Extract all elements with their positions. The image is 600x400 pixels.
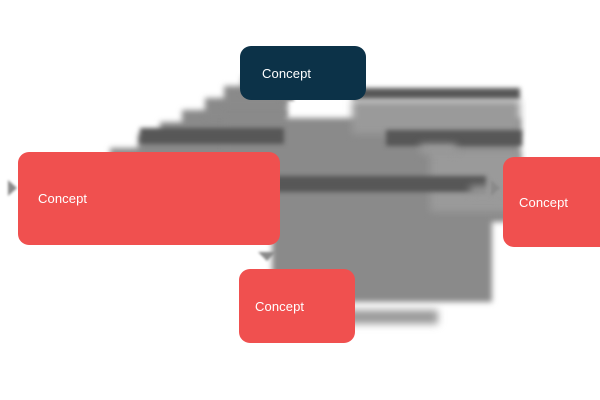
concept-node-right-label: Concept xyxy=(519,194,569,210)
redaction-label-band-right xyxy=(386,130,522,146)
concept-node-left-label: Concept xyxy=(38,191,88,206)
concept-node-top-label: Concept xyxy=(262,65,312,81)
connector-left-in-arrow-icon xyxy=(8,180,17,196)
redaction-label-band-left xyxy=(140,128,284,144)
redaction-ramp-step-4 xyxy=(182,110,286,130)
concept-node-left[interactable]: Concept xyxy=(18,152,280,245)
concept-node-bottom[interactable]: Concept xyxy=(239,269,355,343)
concept-node-right[interactable]: Concept xyxy=(503,157,600,247)
redaction-label-band-mid xyxy=(258,176,486,192)
connector-right-in-arrow-icon xyxy=(491,180,500,196)
redaction-ramp-step-5 xyxy=(205,98,287,118)
concept-node-top[interactable]: Concept xyxy=(240,46,366,100)
redaction-smudge-a xyxy=(420,144,456,154)
redaction-ramp-step-3 xyxy=(160,122,286,142)
connector-bottom-in-arrow-icon xyxy=(258,252,276,261)
redaction-top-right-band xyxy=(352,88,520,99)
concept-node-bottom-label: Concept xyxy=(255,298,305,314)
redaction-upper-right-field xyxy=(352,100,520,134)
